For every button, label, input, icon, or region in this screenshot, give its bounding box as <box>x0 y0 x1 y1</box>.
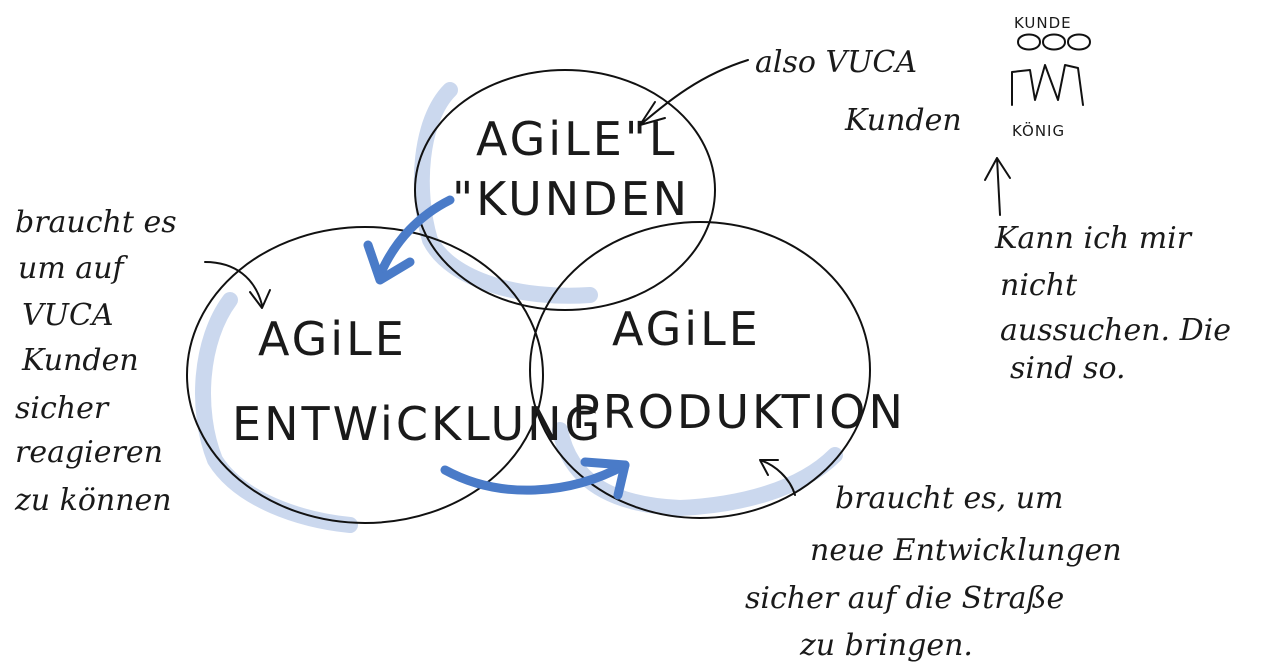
note-bottom-line2: neue Entwicklungen <box>810 533 1122 568</box>
king-crown-label: KUNDE <box>1014 14 1072 32</box>
circle-agile-entwicklung <box>186 226 544 524</box>
produktion-title-line1: AGiLE <box>612 302 761 356</box>
note-top-right-arrow <box>639 59 749 126</box>
circle-agile-kunden <box>414 69 716 311</box>
note-bottom-line1: braucht es, um <box>835 481 1063 516</box>
entwicklung-title-line2: ENTWiCKLUNG <box>232 397 603 451</box>
kunden-title-line2: "KUNDEN <box>452 172 690 226</box>
note-right-arrow <box>984 157 1011 216</box>
note-top-right-line2: Kunden <box>844 103 962 138</box>
note-left-line1: braucht es <box>15 205 177 240</box>
note-left-arrow <box>204 261 271 309</box>
entwicklung-title-line1: AGiLE <box>258 312 407 366</box>
king-icon: KUNDE KÖNIG <box>1011 14 1091 140</box>
note-left-line2: um auf <box>18 251 129 286</box>
note-bottom-arrow <box>759 459 796 496</box>
note-right-line4: sind so. <box>1010 351 1126 386</box>
arrow-kunden-to-entwicklung <box>363 195 455 285</box>
circle-agile-produktion <box>529 221 871 519</box>
note-bottom-line4: zu bringen. <box>799 628 973 663</box>
note-left-line4: Kunden <box>21 343 139 378</box>
note-left-line7: zu können <box>14 483 172 518</box>
note-left-line5: sicher <box>15 391 110 426</box>
arrow-entwicklung-to-produktion <box>440 457 630 500</box>
blue-shading <box>195 82 843 533</box>
note-bottom-line3: sicher auf die Straße <box>745 581 1064 616</box>
note-left-line6: reagieren <box>15 435 163 470</box>
note-right-line2: nicht <box>1000 268 1078 303</box>
king-label: KÖNIG <box>1012 121 1065 140</box>
note-right-line3: aussuchen. Die <box>1000 313 1231 348</box>
note-top-right-line1: also VUCA <box>755 45 917 80</box>
note-right-line1: Kann ich mir <box>994 221 1193 256</box>
produktion-title-line2: PRODUKTION <box>572 385 906 439</box>
note-left-line3: VUCA <box>22 298 114 333</box>
